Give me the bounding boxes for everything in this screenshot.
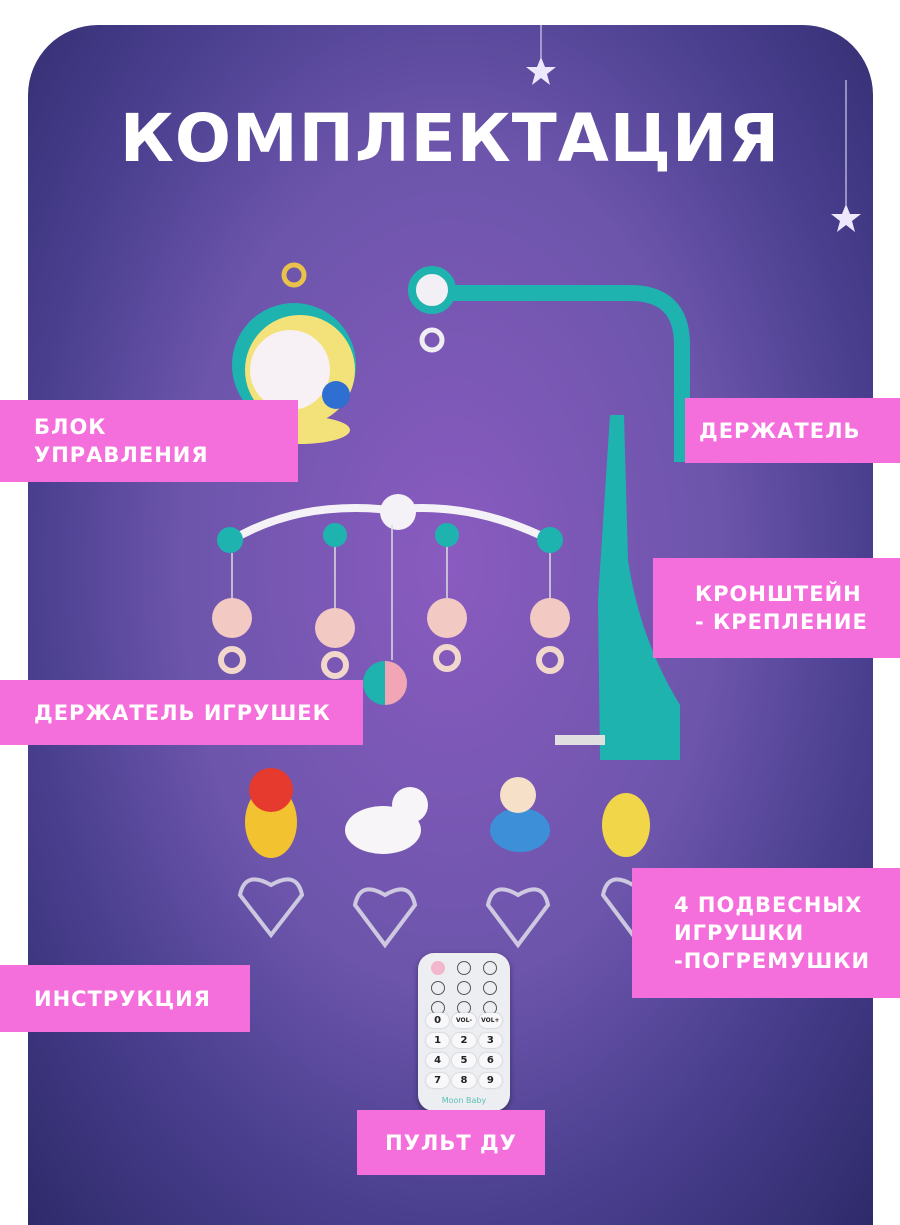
mode-icon [483,961,497,975]
label-line: 4 ПОДВЕСНЫХ [674,893,863,917]
power-icon [431,961,445,975]
remote-key: 5 [452,1053,476,1068]
toy-holder-image [212,494,570,705]
hanging-toys-image [237,768,666,949]
remote-key: 4 [426,1053,450,1068]
label-control-unit: БЛОК УПРАВЛЕНИЯ [0,400,298,482]
label-line: ПУЛЬТ ДУ [385,1130,517,1155]
label-holder: ДЕРЖАТЕЛЬ [685,398,900,463]
label-line: КРОНШТЕЙН [695,582,862,606]
remote-key: 7 [426,1073,450,1088]
label-line: ИНСТРУКЦИЯ [34,986,211,1011]
page-title: КОМПЛЕКТАЦИЯ [119,100,781,177]
holder-arm-image [408,266,690,462]
label-hanging-toys: 4 ПОДВЕСНЫХ ИГРУШКИ -ПОГРЕМУШКИ [632,868,900,998]
rattle-icon [431,981,445,995]
projection-icon [457,981,471,995]
remote-key: 9 [478,1073,502,1088]
label-toy-holder: ДЕРЖАТЕЛЬ ИГРУШЕК [0,680,363,745]
bracket-image [555,415,680,760]
remote-key: 1 [426,1033,450,1048]
remote-key: 3 [478,1033,502,1048]
label-line: -ПОГРЕМУШКИ [674,949,871,973]
remote-brand: Moon Baby [441,1096,487,1105]
label-line: УПРАВЛЕНИЯ [34,443,209,467]
label-bracket: КРОНШТЕЙН - КРЕПЛЕНИЕ [653,558,900,658]
remote-key: 0 [426,1013,450,1028]
remote-key: 2 [452,1033,476,1048]
remote-key: VOL+ [478,1013,502,1028]
label-line: - КРЕПЛЕНИЕ [695,610,868,634]
label-line: БЛОК [34,415,107,439]
hanging-star-icon [526,25,861,232]
remote-key: 6 [478,1053,502,1068]
label-line: ДЕРЖАТЕЛЬ ИГРУШЕК [34,700,331,725]
music-icon [457,961,471,975]
label-instruction: ИНСТРУКЦИЯ [0,965,250,1032]
label-line: ИГРУШКИ [674,921,805,945]
remote-key: 8 [452,1073,476,1088]
label-remote: ПУЛЬТ ДУ [357,1110,545,1175]
label-line: ДЕРЖАТЕЛЬ [699,418,861,443]
light-icon [483,981,497,995]
remote-key: VOL- [452,1013,476,1028]
remote-control-image: 0 VOL- VOL+ 1 2 3 4 5 6 7 8 9 Moon Baby [418,953,510,1111]
